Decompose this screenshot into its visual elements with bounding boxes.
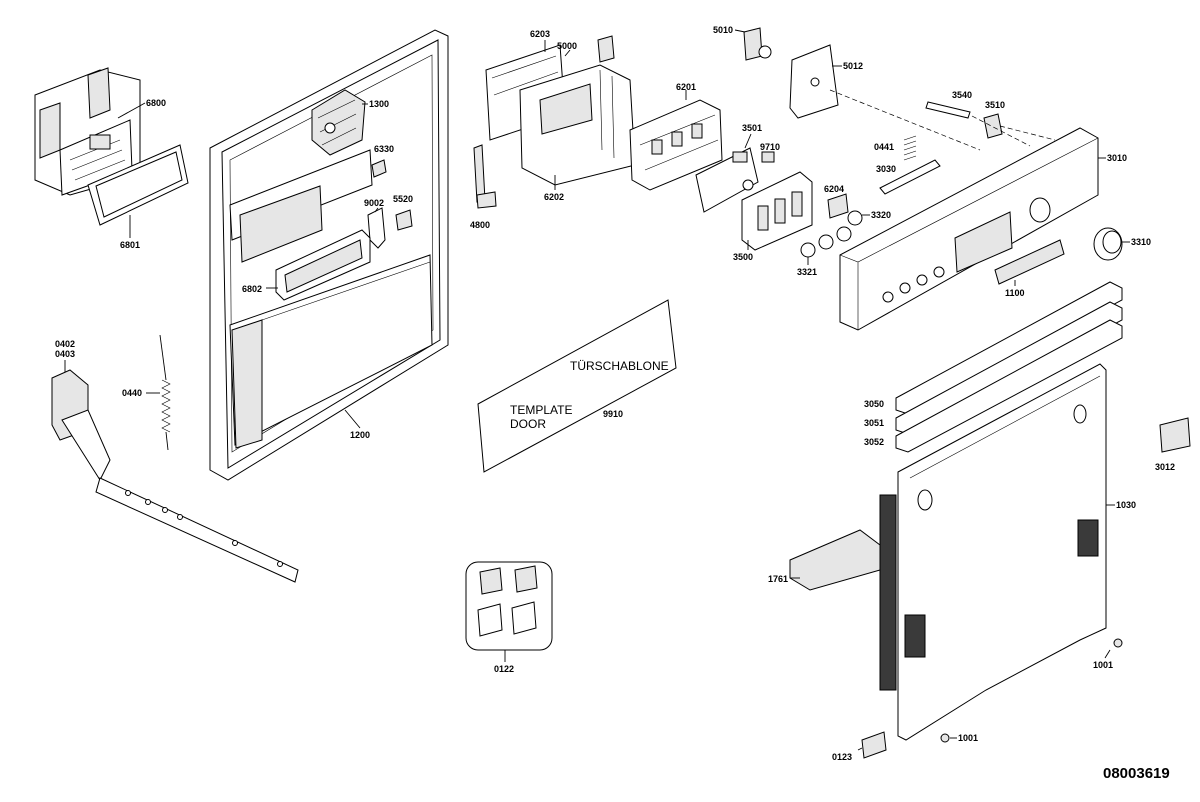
label-3052: 3052 xyxy=(864,437,884,447)
label-6801: 6801 xyxy=(120,240,140,250)
part-0440-spring xyxy=(159,334,171,451)
label-0440: 0440 xyxy=(122,388,142,398)
label-5012: 5012 xyxy=(843,61,863,71)
part-9002-hook xyxy=(367,207,386,249)
part-3010-control-panel xyxy=(839,127,1099,331)
part-1300-door-lock xyxy=(311,89,366,156)
label-0441: 0441 xyxy=(874,142,894,152)
label-3012: 3012 xyxy=(1155,462,1175,472)
label-6800: 6800 xyxy=(146,98,166,108)
part-3052-rail xyxy=(895,319,1123,453)
part-1001-screw xyxy=(1113,638,1123,648)
part-3012-bracket xyxy=(1159,417,1191,453)
part-3510-switch xyxy=(983,113,1003,139)
part-5012-bracket xyxy=(789,44,839,119)
part-6800-control-module xyxy=(34,67,141,196)
label-6203: 6203 xyxy=(530,29,550,39)
label-9002: 9002 xyxy=(364,198,384,208)
part-3540-pin xyxy=(925,101,971,119)
part-1100-strip xyxy=(994,239,1065,285)
label-6330: 6330 xyxy=(374,144,394,154)
part-0402-hinge xyxy=(51,369,299,583)
label-3010: 3010 xyxy=(1107,153,1127,163)
label-1761: 1761 xyxy=(768,574,788,584)
label-0123: 0123 xyxy=(832,752,852,762)
document-id: 08003619 xyxy=(1103,765,1170,782)
label-1200: 1200 xyxy=(350,430,370,440)
part-1030-outer-door xyxy=(897,363,1107,741)
label-3500: 3500 xyxy=(733,252,753,262)
label-3501: 3501 xyxy=(742,123,762,133)
part-3030-rail xyxy=(879,159,941,195)
label-9710: 9710 xyxy=(760,142,780,152)
part-6330 xyxy=(371,159,387,178)
part-3050-rail xyxy=(895,281,1123,415)
part-0123-bracket xyxy=(861,731,887,759)
label-3320: 3320 xyxy=(871,210,891,220)
template-title-en-2: DOOR xyxy=(510,417,546,431)
label-3510: 3510 xyxy=(985,100,1005,110)
label-9910: 9910 xyxy=(603,409,623,419)
part-6204 xyxy=(827,193,849,219)
label-6201: 6201 xyxy=(676,82,696,92)
part-4800-cable xyxy=(473,144,497,209)
label-6204: 6204 xyxy=(824,184,844,194)
label-1100: 1100 xyxy=(1005,288,1025,298)
label-1001-right: 1001 xyxy=(1093,660,1113,670)
label-3051: 3051 xyxy=(864,418,884,428)
part-9710 xyxy=(761,151,775,163)
label-3030: 3030 xyxy=(876,164,896,174)
part-6802-dispenser xyxy=(275,229,371,301)
part-0122-kit xyxy=(465,561,553,651)
part-5010-valve xyxy=(743,27,772,61)
label-3321: 3321 xyxy=(797,267,817,277)
part-3051-rail xyxy=(895,301,1123,435)
part-1761-pad xyxy=(789,529,881,591)
part-3310-knob xyxy=(1093,227,1123,261)
label-5520: 5520 xyxy=(393,194,413,204)
part-insulation-strip xyxy=(879,494,897,691)
label-0122: 0122 xyxy=(494,664,514,674)
part-6201-bracket xyxy=(629,99,723,191)
label-0402: 0402 xyxy=(55,339,75,349)
template-title-en-1: TEMPLATE xyxy=(510,403,572,417)
part-1001-screw-bottom xyxy=(940,733,950,743)
part-3321-buttons xyxy=(800,226,852,258)
part-5520 xyxy=(395,209,413,231)
label-1001-bottom: 1001 xyxy=(958,733,978,743)
template-title-de: TÜRSCHABLONE xyxy=(570,359,669,373)
label-6202: 6202 xyxy=(544,192,564,202)
part-0441-spring xyxy=(903,135,917,161)
part-5000-module xyxy=(519,35,636,186)
label-3310: 3310 xyxy=(1131,237,1151,247)
label-4800: 4800 xyxy=(470,220,490,230)
label-0403: 0403 xyxy=(55,349,75,359)
assembly-guide-lines xyxy=(829,89,1056,151)
label-6802: 6802 xyxy=(242,284,262,294)
label-5010: 5010 xyxy=(713,25,733,35)
part-3320-knob xyxy=(847,210,863,226)
part-3500-button-holder xyxy=(741,171,813,251)
part-3501-board xyxy=(695,147,759,213)
label-5000: 5000 xyxy=(557,41,577,51)
label-3540: 3540 xyxy=(952,90,972,100)
part-6801-gasket xyxy=(87,144,189,226)
label-1030: 1030 xyxy=(1116,500,1136,510)
part-9910-template-door: TÜRSCHABLONE TEMPLATE DOOR 9910 xyxy=(477,299,677,473)
label-3050: 3050 xyxy=(864,399,884,409)
label-1300: 1300 xyxy=(369,99,389,109)
